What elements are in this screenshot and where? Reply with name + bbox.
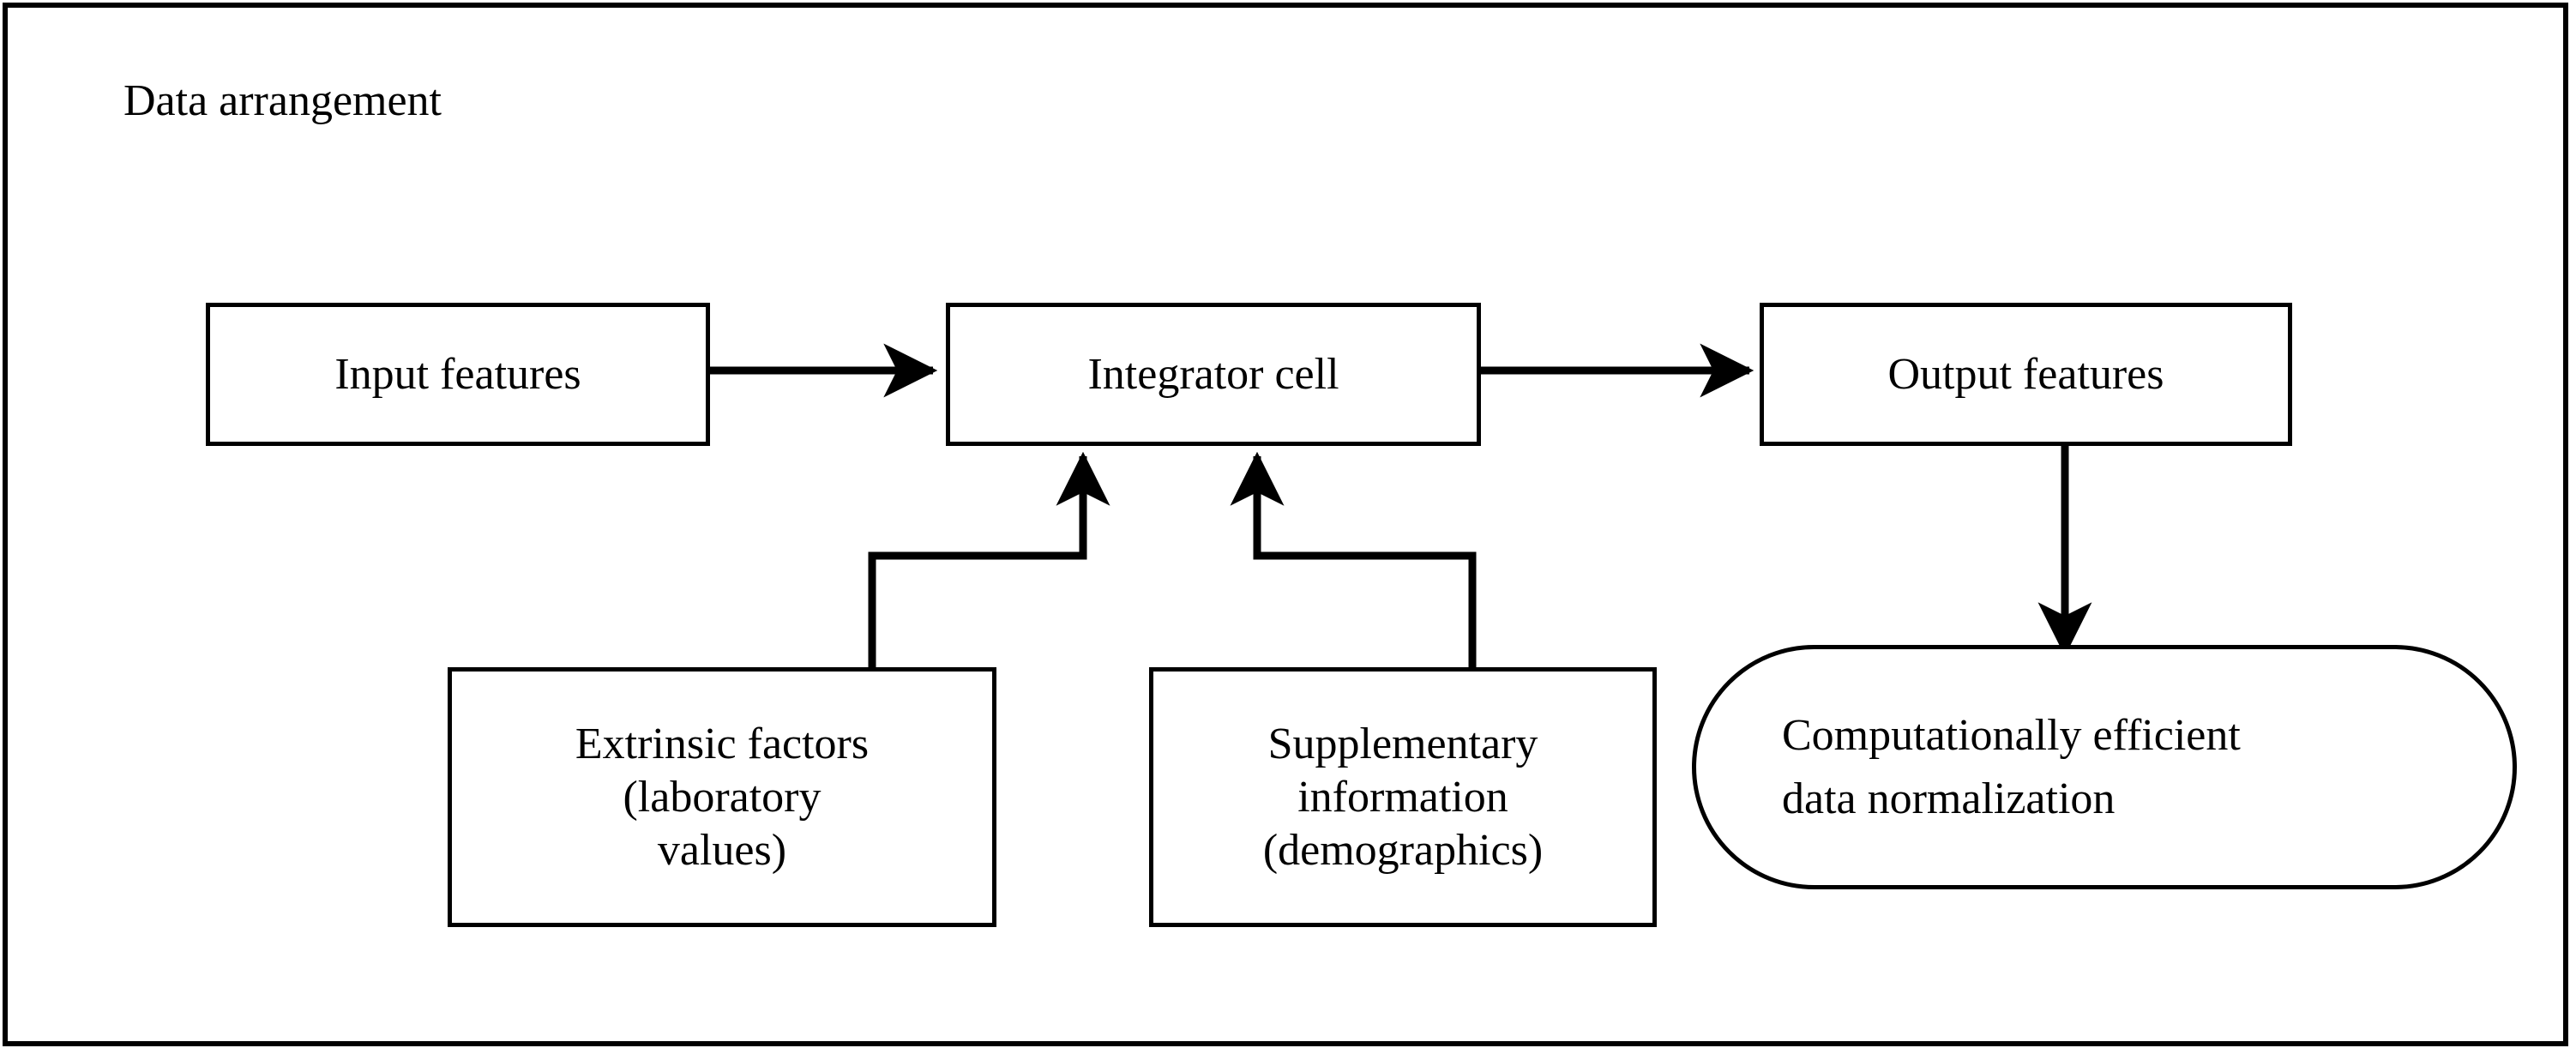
- node-integrator-cell-label: Integrator cell: [1087, 349, 1339, 399]
- node-computationally-efficient-data-normalization-label: Computationally efficient data normaliza…: [1782, 710, 2241, 823]
- node-extrinsic-factors-label: Extrinsic factors (laboratory values): [575, 719, 870, 875]
- page-title: Data arrangement: [123, 76, 442, 125]
- node-input-features[interactable]: Input features: [206, 303, 710, 446]
- node-computationally-efficient-data-normalization[interactable]: Computationally efficient data normaliza…: [1692, 645, 2517, 889]
- node-output-features[interactable]: Output features: [1760, 303, 2292, 446]
- node-integrator-cell[interactable]: Integrator cell: [946, 303, 1481, 446]
- node-supplementary-information-label: Supplementary information (demographics): [1262, 719, 1544, 875]
- node-extrinsic-factors[interactable]: Extrinsic factors (laboratory values): [448, 667, 996, 927]
- node-input-features-label: Input features: [334, 349, 581, 399]
- node-output-features-label: Output features: [1887, 349, 2164, 399]
- node-supplementary-information[interactable]: Supplementary information (demographics): [1149, 667, 1657, 927]
- figure-outer-border: [3, 3, 2568, 1046]
